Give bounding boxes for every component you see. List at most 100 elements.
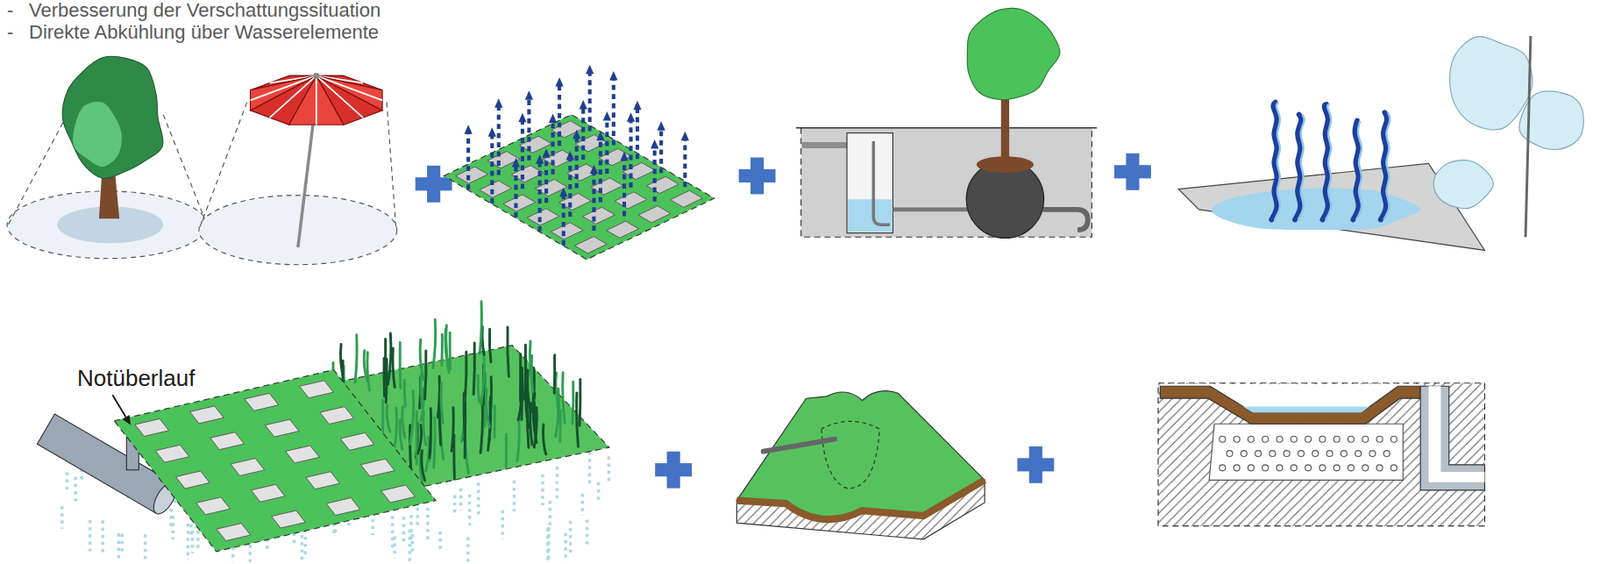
gravel-layer xyxy=(1208,423,1403,480)
grass-blade xyxy=(533,393,537,443)
gravel-stone xyxy=(1233,464,1240,471)
paver-stone xyxy=(285,445,320,463)
plus-bar xyxy=(1029,446,1043,484)
arrow-head xyxy=(650,139,659,149)
bullet-dash: - xyxy=(7,21,14,44)
water-jet-spray xyxy=(1297,114,1304,221)
gravel-stone xyxy=(1319,435,1326,442)
grass-blade xyxy=(485,389,490,427)
seepage-drip xyxy=(73,476,77,505)
arrow-head xyxy=(626,112,635,121)
gravel-stone xyxy=(1376,435,1383,442)
paver-stone xyxy=(190,405,225,424)
grass-blade xyxy=(367,352,370,391)
evaporation-arrow xyxy=(635,107,640,159)
topsoil-layer xyxy=(1159,385,1421,424)
gravel-stone xyxy=(1262,464,1269,471)
gravel-stone xyxy=(1255,450,1262,457)
evaporation-arrow xyxy=(568,157,572,217)
arrow-head xyxy=(632,100,641,110)
seepage-drip xyxy=(585,519,589,547)
seepage-drip xyxy=(408,529,412,562)
grass-blade xyxy=(425,350,427,399)
evaporation-arrow xyxy=(490,134,494,204)
tree-trunk xyxy=(1525,35,1531,237)
seepage-drip xyxy=(392,535,396,558)
seepage-drip xyxy=(304,529,307,559)
arrow-head xyxy=(548,113,557,123)
misted-foliage xyxy=(1450,36,1533,130)
paver-stone xyxy=(340,432,375,450)
water-jet-spray xyxy=(1356,120,1362,221)
gravel-stone xyxy=(1383,450,1390,457)
grass-blade xyxy=(576,392,579,447)
paver-stone xyxy=(135,418,170,436)
water-jet xyxy=(1322,104,1328,221)
evaporation-arrow xyxy=(604,118,609,174)
seepage-drip xyxy=(500,510,504,540)
seepage-drip xyxy=(476,482,480,515)
paver-stone xyxy=(583,206,616,224)
grass-blade xyxy=(384,338,388,382)
evaporation-arrow xyxy=(591,171,596,231)
grass-blade xyxy=(418,424,422,453)
seepage-drip xyxy=(169,508,172,530)
evaporation-arrow xyxy=(682,138,687,187)
evaporation-arrow xyxy=(622,158,626,216)
grass-blade xyxy=(440,334,444,366)
arrow-head xyxy=(657,120,666,130)
evaporation-arrow xyxy=(520,120,525,189)
plus-sign xyxy=(1016,446,1054,484)
grass-blade xyxy=(489,328,491,363)
grass-blade xyxy=(404,379,406,406)
leader-line xyxy=(112,394,131,425)
grass-blade xyxy=(524,344,526,399)
evaporation-arrow xyxy=(581,106,585,160)
tree-crown xyxy=(967,7,1060,100)
gravel-stone xyxy=(1226,450,1233,457)
grass-blade xyxy=(398,342,403,389)
green-paving xyxy=(443,64,714,260)
paver-stone xyxy=(455,166,489,184)
swale-block xyxy=(736,391,985,540)
evaporation-arrow xyxy=(575,136,579,189)
grass-blade xyxy=(440,383,443,423)
grass-blade xyxy=(517,418,520,461)
arrow-head xyxy=(603,111,612,121)
gravel-stone xyxy=(1319,464,1326,471)
gravel-stone xyxy=(1233,435,1240,442)
paving-field xyxy=(113,369,436,552)
seepage-drip xyxy=(402,516,406,541)
trench-section xyxy=(1158,383,1485,527)
seepage-drip xyxy=(117,533,121,562)
grass-blade xyxy=(433,417,435,468)
grass-blade xyxy=(572,381,574,424)
paver-stone xyxy=(360,458,395,477)
evaporation-arrow xyxy=(561,194,566,246)
paver-stone xyxy=(264,419,299,437)
evaporation-arrow xyxy=(497,105,501,175)
plus-bar xyxy=(750,157,764,195)
paver-stone xyxy=(646,176,679,193)
paver-stone xyxy=(155,444,190,463)
grass-blade xyxy=(507,327,510,377)
grass-blade xyxy=(562,372,566,424)
evaporation-arrow xyxy=(551,120,555,175)
paver-stone xyxy=(670,190,704,207)
paver-stone xyxy=(271,510,306,528)
seepage-drip xyxy=(143,533,147,562)
plus-sign xyxy=(415,165,453,203)
evaporation-arrow xyxy=(659,128,663,173)
grass-blade xyxy=(477,375,480,402)
paver-stone xyxy=(196,497,231,515)
grass-blade xyxy=(410,391,414,444)
gravel-stone xyxy=(1276,435,1283,442)
drain-pipe xyxy=(1043,209,1088,230)
soil-section xyxy=(801,128,1093,238)
leader-stroke xyxy=(112,394,126,417)
grass-blade xyxy=(553,355,556,394)
bullet-text: Verbesserung der Verschattungssituation xyxy=(28,0,381,22)
gravel-stone xyxy=(1219,464,1226,471)
arrow-head xyxy=(566,150,575,160)
grass-blade xyxy=(465,351,467,394)
